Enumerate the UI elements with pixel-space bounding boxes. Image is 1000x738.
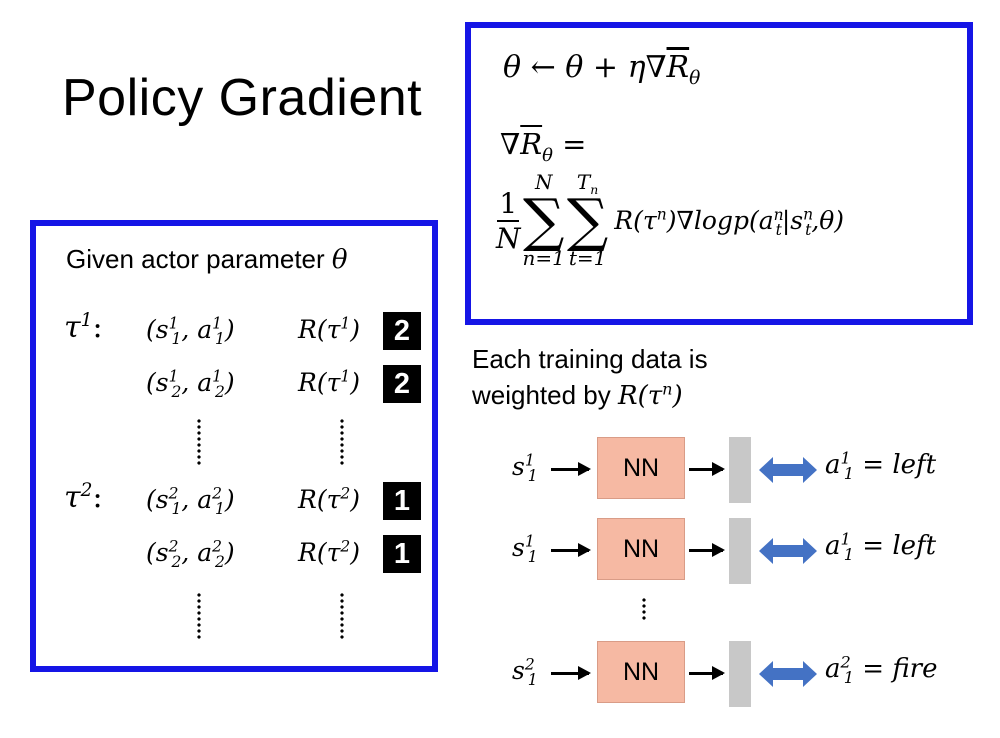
right-arrow-icon (551, 666, 591, 680)
action-label: a11 = left (825, 448, 937, 484)
vertical-ellipsis (197, 418, 201, 466)
vertical-ellipsis (340, 592, 344, 640)
reward-row-1: R(τ1) (298, 314, 361, 344)
action-label: a21 = fire (825, 652, 938, 688)
vertical-ellipsis (642, 597, 646, 621)
state-input: s11 (512, 532, 538, 566)
gradient-rhs: 1 N N ∑ n=1 Tn ∑ t=1 R(τn)∇logp(ant|snt,… (496, 170, 845, 271)
actor-box (30, 220, 438, 672)
page-title: Policy Gradient (62, 69, 423, 127)
reward-row-4: R(τ2) (298, 537, 361, 567)
tau-1-label: τ1: (64, 310, 103, 345)
right-arrow-icon (689, 666, 725, 680)
reward-row-3: R(τ2) (298, 484, 361, 514)
pair-row-4: (s22, a22) (146, 537, 235, 571)
nn-box: NN (597, 437, 685, 499)
pair-row-1: (s11, a11) (146, 314, 235, 348)
action-label: a11 = left (825, 529, 937, 565)
output-bar (729, 518, 751, 584)
weighted-note: Each training data is weighted by R(τn) (472, 344, 708, 411)
reward-badge: 1 (383, 482, 421, 520)
output-bar (729, 437, 751, 503)
vertical-ellipsis (340, 418, 344, 466)
pair-row-2: (s12, a12) (146, 367, 235, 401)
reward-badge: 2 (383, 312, 421, 350)
right-arrow-icon (551, 543, 591, 557)
reward-badge: 2 (383, 365, 421, 403)
nn-box: NN (597, 641, 685, 703)
reward-badge: 1 (383, 535, 421, 573)
right-arrow-icon (551, 462, 591, 476)
double-arrow-icon (759, 457, 817, 483)
vertical-ellipsis (197, 592, 201, 640)
nn-box: NN (597, 518, 685, 580)
reward-row-2: R(τ1) (298, 367, 361, 397)
right-arrow-icon (689, 543, 725, 557)
formula-box (465, 22, 973, 325)
output-bar (729, 641, 751, 707)
state-input: s21 (512, 655, 538, 689)
gradient-lhs: ∇Rθ = (500, 127, 587, 166)
tau-2-label: τ2: (64, 480, 103, 515)
pair-row-3: (s21, a21) (146, 484, 235, 518)
update-rule: θ ← θ + η∇Rθ (503, 50, 701, 89)
double-arrow-icon (759, 538, 817, 564)
actor-label: Given actor parameter θ (66, 244, 348, 275)
state-input: s11 (512, 451, 538, 485)
double-arrow-icon (759, 661, 817, 687)
right-arrow-icon (689, 462, 725, 476)
